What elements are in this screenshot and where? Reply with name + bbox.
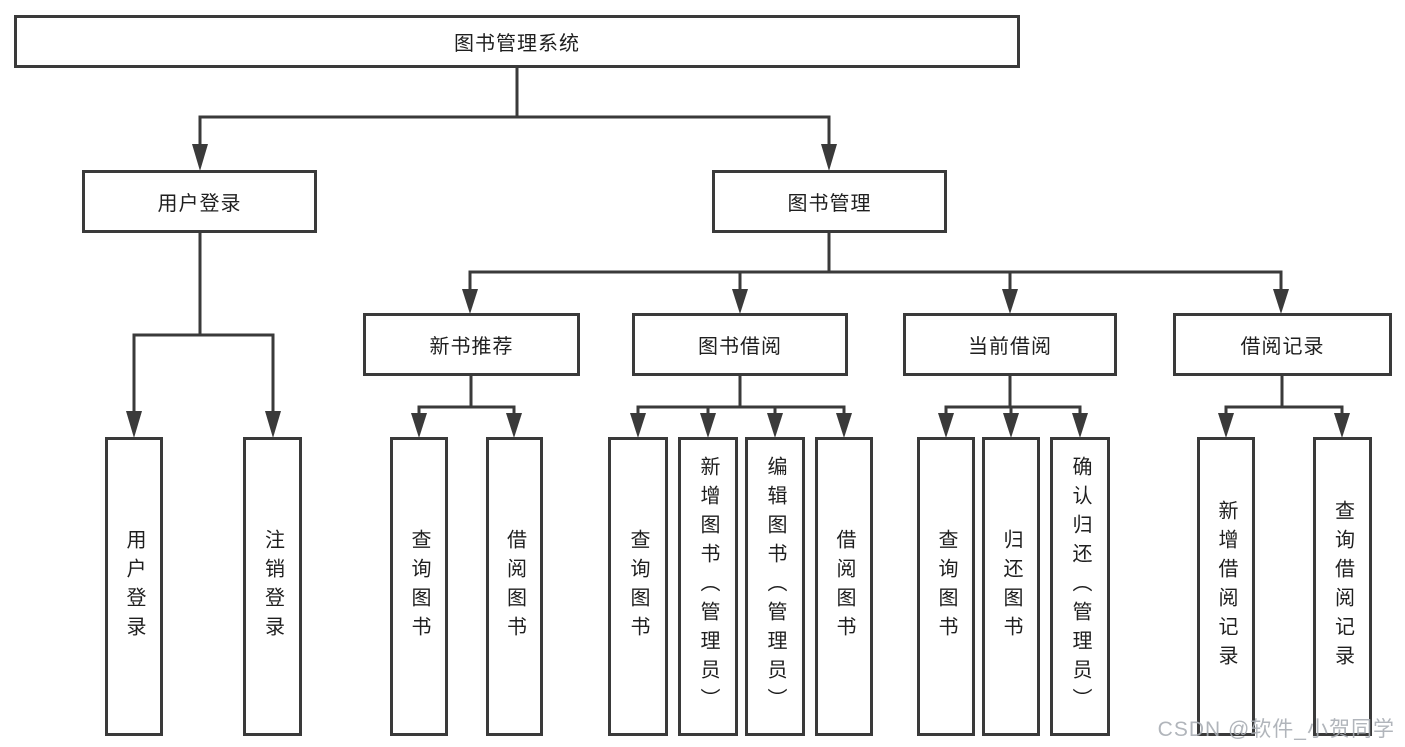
leaf-add-books-admin: 新增图书（管理员） bbox=[678, 437, 738, 736]
leaf-label: 查询图书 bbox=[408, 528, 430, 645]
leaf-confirm-return-admin: 确认归还（管理员） bbox=[1050, 437, 1110, 736]
leaf-borrow-books-recommend: 借阅图书 bbox=[486, 437, 543, 736]
leaf-add-borrow-record: 新增借阅记录 bbox=[1197, 437, 1255, 736]
leaf-label: 归还图书 bbox=[1000, 528, 1022, 645]
leaf-label: 查询图书 bbox=[935, 528, 957, 645]
leaf-label: 查询借阅记录 bbox=[1331, 499, 1354, 674]
leaf-label: 新增图书（管理员） bbox=[697, 456, 719, 717]
watermark: CSDN @软件_小贺同学 bbox=[1157, 718, 1395, 741]
leaf-label: 确认归还（管理员） bbox=[1069, 456, 1091, 717]
leaf-user-login: 用户登录 bbox=[105, 437, 163, 736]
leaf-label: 借阅图书 bbox=[503, 528, 526, 645]
leaf-query-books-borrow: 查询图书 bbox=[608, 437, 668, 736]
leaf-label: 注销登录 bbox=[261, 528, 284, 645]
node-new-book-recommendation: 新书推荐 bbox=[363, 313, 580, 376]
leaf-return-books: 归还图书 bbox=[982, 437, 1040, 736]
leaf-edit-books-admin: 编辑图书（管理员） bbox=[745, 437, 805, 736]
leaf-label: 用户登录 bbox=[123, 528, 145, 645]
node-user-login: 用户登录 bbox=[82, 170, 317, 233]
leaf-borrow-books: 借阅图书 bbox=[815, 437, 873, 736]
leaf-label: 查询图书 bbox=[627, 528, 649, 645]
leaf-query-books-current: 查询图书 bbox=[917, 437, 975, 736]
node-book-borrowing: 图书借阅 bbox=[632, 313, 848, 376]
leaf-label: 新增借阅记录 bbox=[1215, 499, 1237, 674]
node-book-management: 图书管理 bbox=[712, 170, 947, 233]
node-library-management-system: 图书管理系统 bbox=[14, 15, 1020, 68]
node-borrowing-records: 借阅记录 bbox=[1173, 313, 1392, 376]
node-current-borrowing: 当前借阅 bbox=[903, 313, 1117, 376]
leaf-query-borrow-record: 查询借阅记录 bbox=[1313, 437, 1372, 736]
leaf-logout: 注销登录 bbox=[243, 437, 302, 736]
leaf-query-books-recommend: 查询图书 bbox=[390, 437, 448, 736]
leaf-label: 借阅图书 bbox=[833, 528, 855, 645]
leaf-label: 编辑图书（管理员） bbox=[764, 456, 786, 717]
